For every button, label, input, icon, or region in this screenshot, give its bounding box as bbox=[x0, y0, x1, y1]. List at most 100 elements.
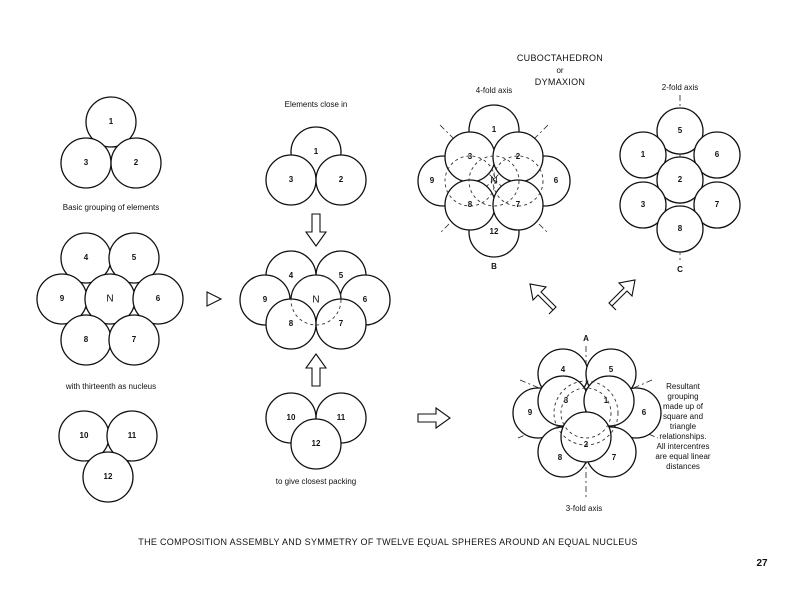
label-7: 7 bbox=[132, 335, 137, 344]
label-6: 6 bbox=[156, 294, 161, 303]
figure-label-c: C bbox=[677, 265, 683, 274]
label-11: 11 bbox=[128, 431, 137, 440]
label-N: N bbox=[490, 176, 497, 187]
label-11: 11 bbox=[337, 413, 346, 422]
label-N: N bbox=[106, 294, 113, 305]
label-3: 3 bbox=[84, 158, 89, 167]
label-2: 2 bbox=[339, 175, 344, 184]
label-9: 9 bbox=[263, 295, 268, 304]
diagonal-arrow-icon bbox=[529, 283, 557, 315]
label-1: 1 bbox=[314, 147, 319, 156]
sphere-1 bbox=[85, 96, 137, 148]
sphere-12 bbox=[82, 451, 134, 503]
label-3: 3 bbox=[468, 152, 473, 161]
group-triangle-top: 1 3 2 bbox=[60, 96, 162, 189]
label-4: 4 bbox=[561, 365, 566, 374]
label-8: 8 bbox=[678, 224, 683, 233]
group-triangle-close-bottom: 10 11 12 bbox=[265, 392, 367, 470]
label-10: 10 bbox=[287, 413, 296, 422]
diagonal-arrow-icon bbox=[608, 279, 636, 311]
label-2: 2 bbox=[678, 175, 683, 184]
group-closest-packing: 4 5 9 6 N 8 7 bbox=[239, 250, 391, 350]
note-line: distances bbox=[666, 462, 700, 471]
down-arrow-icon bbox=[304, 213, 328, 247]
label-3: 3 bbox=[289, 175, 294, 184]
title-dymaxion: DYMAXION bbox=[535, 77, 585, 87]
label-12: 12 bbox=[490, 227, 499, 236]
label-6: 6 bbox=[363, 295, 368, 304]
label-6: 6 bbox=[554, 176, 559, 185]
label-12: 12 bbox=[312, 439, 321, 448]
group-triangle-close-top: 1 3 2 bbox=[265, 126, 367, 206]
hidden-nucleus-outline bbox=[290, 274, 342, 326]
sphere-8 bbox=[656, 205, 704, 253]
label-12: 12 bbox=[104, 472, 113, 481]
caption-2-fold-axis: 2-fold axis bbox=[662, 83, 698, 92]
caption-close-in: Elements close in bbox=[285, 100, 348, 109]
note-line: grouping bbox=[667, 392, 698, 401]
title-cuboctahedron: CUBOCTAHEDRON bbox=[517, 53, 603, 63]
label-6: 6 bbox=[715, 150, 720, 159]
note-line: All intercentres bbox=[657, 442, 710, 451]
figure-caption: THE COMPOSITION ASSEMBLY AND SYMMETRY OF… bbox=[138, 537, 637, 547]
sphere-3 bbox=[619, 181, 667, 229]
label-5: 5 bbox=[609, 365, 614, 374]
label-1: 1 bbox=[109, 117, 114, 126]
title-or: or bbox=[556, 66, 563, 75]
sphere-2 bbox=[315, 154, 367, 206]
label-8: 8 bbox=[558, 453, 563, 462]
label-9: 9 bbox=[60, 294, 65, 303]
group-hexagon-nucleus: 4 5 9 N 6 8 7 bbox=[36, 232, 184, 366]
caption-3-fold-axis: 3-fold axis bbox=[566, 504, 602, 513]
right-arrow-icon bbox=[206, 291, 223, 307]
figure-a-3-fold: 4 5 9 6 8 7 3 1 2 bbox=[512, 346, 662, 500]
hidden-nucleus-outline bbox=[468, 155, 520, 207]
sphere-11 bbox=[106, 410, 158, 462]
hidden-sphere-outline bbox=[492, 155, 544, 207]
right-block-arrow-icon bbox=[417, 406, 451, 430]
up-arrow-icon bbox=[304, 353, 328, 387]
figure-b-4-fold: 1 12 9 6 3 2 8 7 N bbox=[417, 104, 571, 258]
label-9: 9 bbox=[528, 408, 533, 417]
note-line: Resultant bbox=[666, 382, 701, 391]
caption-basic-grouping: Basic grouping of elements bbox=[63, 203, 160, 212]
label-2: 2 bbox=[516, 152, 521, 161]
label-6: 6 bbox=[642, 408, 647, 417]
label-3: 3 bbox=[641, 200, 646, 209]
note-line: relationships. bbox=[659, 432, 706, 441]
sphere-2 bbox=[656, 156, 704, 204]
note-line: made up of bbox=[663, 402, 704, 411]
label-1: 1 bbox=[641, 150, 646, 159]
hidden-sphere-outline bbox=[444, 155, 496, 207]
caption-4-fold-axis: 4-fold axis bbox=[476, 86, 512, 95]
label-7: 7 bbox=[339, 319, 344, 328]
sphere-2 bbox=[560, 411, 612, 463]
label-8: 8 bbox=[84, 335, 89, 344]
resultant-note: Resultant grouping made up of square and… bbox=[655, 382, 710, 471]
caption-closest-packing: to give closest packing bbox=[276, 477, 357, 486]
sphere-7 bbox=[108, 314, 160, 366]
sphere-5 bbox=[108, 232, 160, 284]
note-line: triangle bbox=[670, 422, 697, 431]
label-5: 5 bbox=[339, 271, 344, 280]
note-line: square and bbox=[663, 412, 703, 421]
label-5: 5 bbox=[678, 126, 683, 135]
label-8: 8 bbox=[468, 200, 473, 209]
label-1: 1 bbox=[604, 396, 609, 405]
figure-c-2-fold: 5 1 6 2 3 7 8 bbox=[619, 95, 741, 262]
figure-label-b: B bbox=[491, 262, 497, 271]
sphere-7 bbox=[492, 179, 544, 231]
sphere-5 bbox=[656, 107, 704, 155]
label-8: 8 bbox=[289, 319, 294, 328]
label-4: 4 bbox=[289, 271, 294, 280]
label-1: 1 bbox=[492, 125, 497, 134]
label-N: N bbox=[312, 295, 319, 306]
sphere-6 bbox=[693, 131, 741, 179]
sphere-1 bbox=[619, 131, 667, 179]
page-number: 27 bbox=[756, 558, 768, 569]
label-5: 5 bbox=[132, 253, 137, 262]
sphere-12 bbox=[290, 418, 342, 470]
label-7: 7 bbox=[516, 200, 521, 209]
hidden-nucleus-outline bbox=[560, 387, 612, 439]
